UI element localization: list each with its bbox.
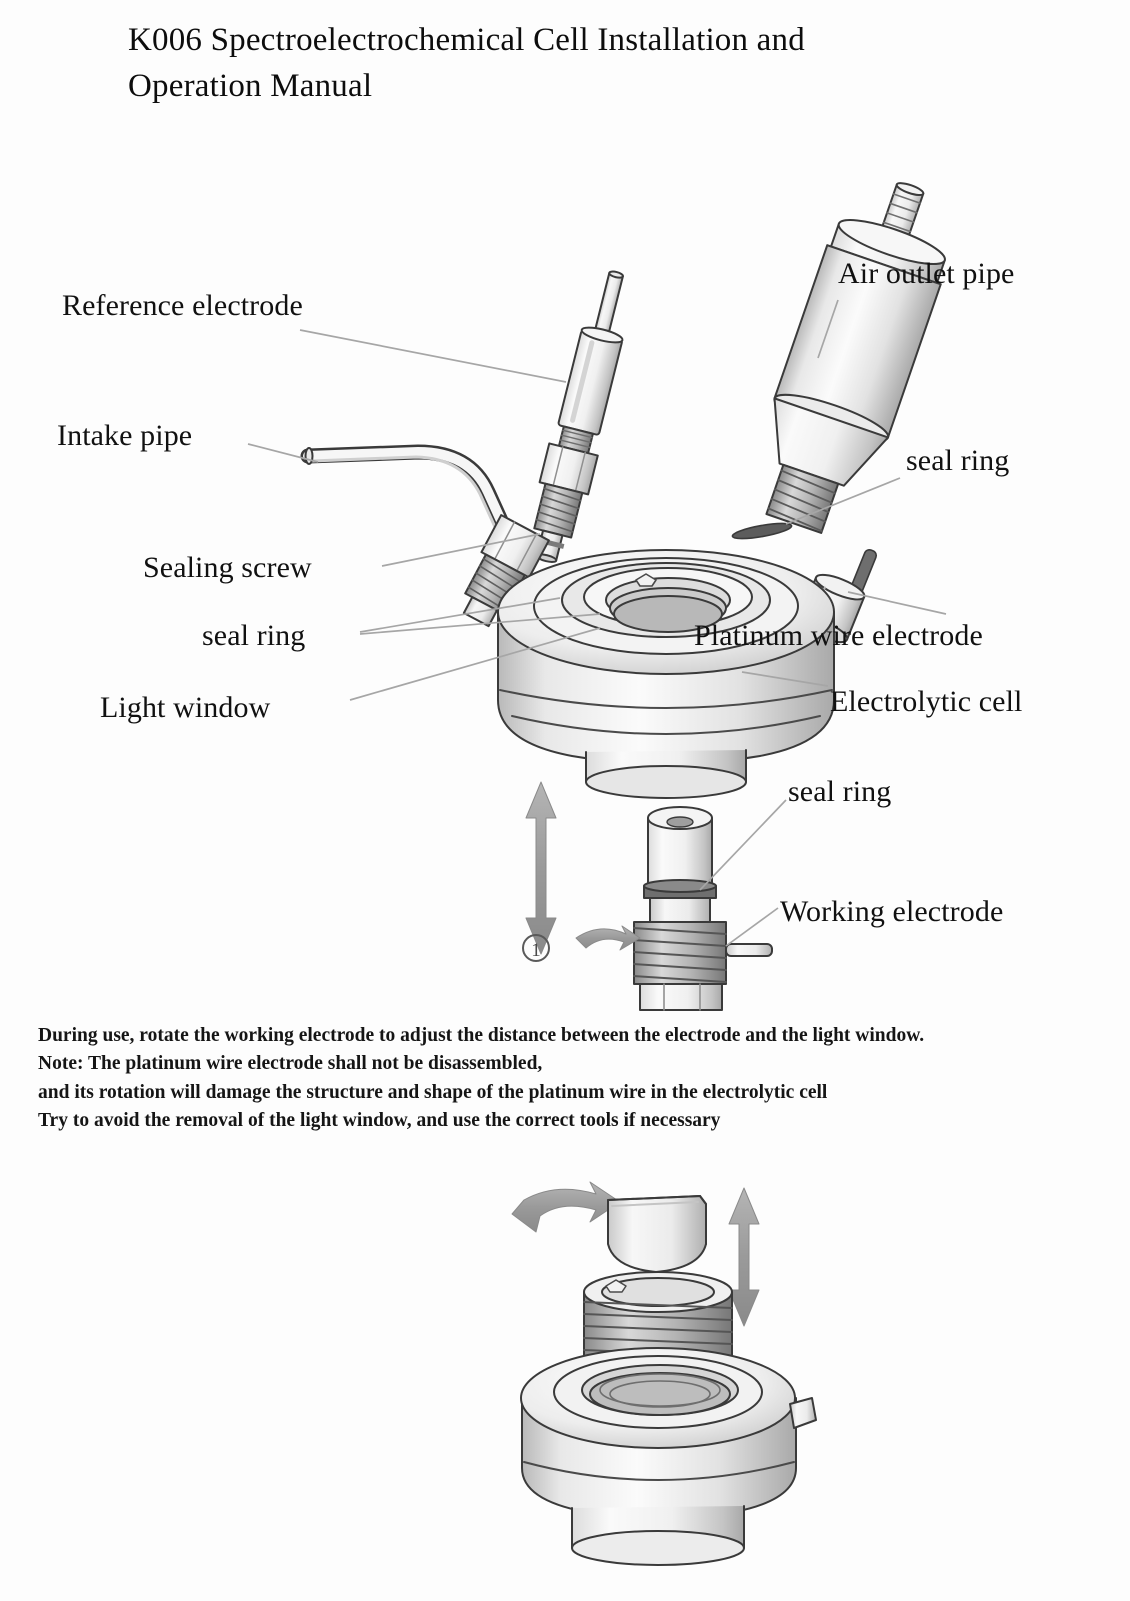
leader-sealing-screw: [381, 533, 541, 567]
notes-block: During use, rotate the working electrode…: [38, 1022, 1098, 1136]
callout-electrolytic-cell: Electrolytic cell: [830, 685, 1023, 718]
leader-seal-ring-left: [359, 597, 561, 633]
leader-seal-ring-right-bottom: [699, 799, 787, 891]
page-title-line-1: K006 Spectroelectrochemical Cell Install…: [128, 22, 805, 58]
callout-platinum-wire-electrode: Platinum wire electrode: [694, 619, 983, 652]
callout-sealing-screw: Sealing screw: [143, 551, 312, 584]
leader-air-outlet-pipe: [817, 299, 839, 359]
notes-line-3: and its rotation will damage the structu…: [38, 1081, 828, 1103]
page-title: K006 Spectroelectrochemical Cell Install…: [128, 18, 1048, 109]
leader-working-electrode: [725, 907, 779, 947]
leader-platinum-wire-electrode: [847, 591, 947, 615]
notes-line-4: Try to avoid the removal of the light wi…: [38, 1110, 721, 1132]
callout-reference-electrode: Reference electrode: [62, 289, 303, 322]
leader-light-window: [349, 627, 601, 701]
leader-seal-ring-right-top: [785, 477, 901, 525]
callout-seal-ring-right-bottom: seal ring: [788, 775, 892, 808]
notes-line-2: Note: The platinum wire electrode shall …: [38, 1053, 543, 1075]
callout-light-window: Light window: [100, 691, 271, 724]
leader-seal-ring-left-2: [359, 613, 601, 635]
callout-seal-ring-right-top: seal ring: [906, 444, 1010, 477]
notes-line-1: During use, rotate the working electrode…: [38, 1025, 925, 1046]
callout-air-outlet-pipe: Air outlet pipe: [838, 257, 1015, 290]
leader-intake-pipe: [247, 443, 319, 463]
leader-reference-electrode: [299, 329, 567, 383]
callout-working-electrode: Working electrode: [780, 895, 1004, 928]
callout-intake-pipe: Intake pipe: [57, 419, 193, 452]
leader-electrolytic-cell: [741, 671, 829, 687]
page-title-line-2: Operation Manual: [128, 67, 373, 104]
callout-seal-ring-left: seal ring: [202, 619, 306, 652]
